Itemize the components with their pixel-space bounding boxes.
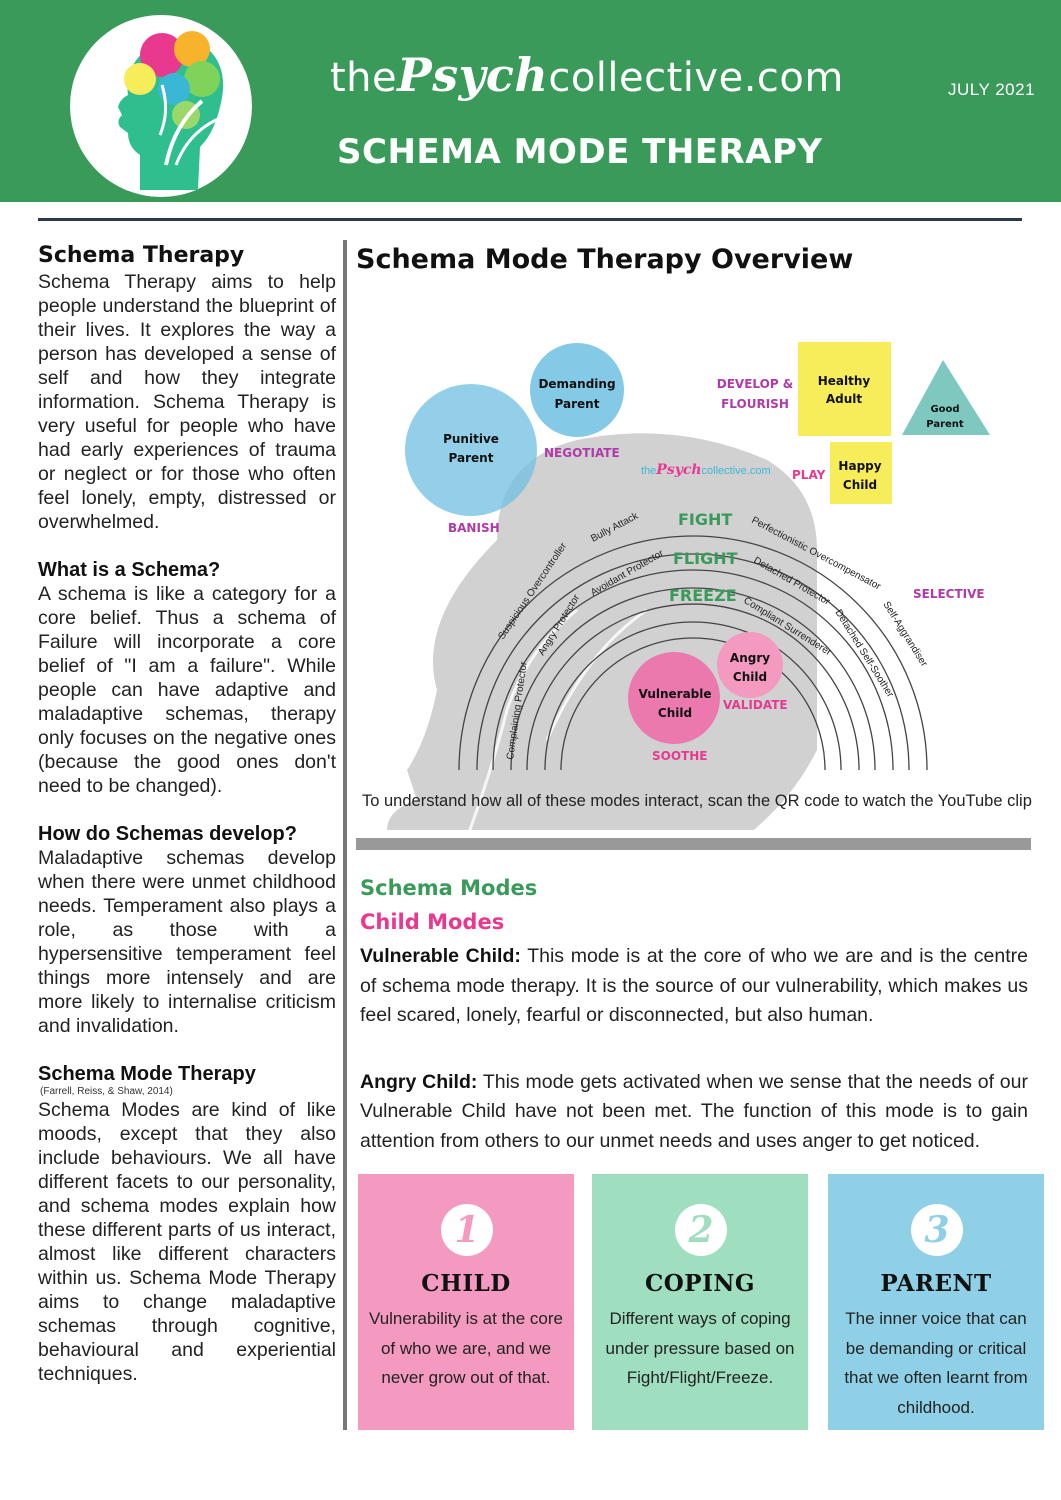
page-title: SCHEMA MODE THERAPY bbox=[337, 132, 823, 172]
play-label: PLAY bbox=[792, 468, 826, 482]
child-card-title: CHILD bbox=[421, 1270, 511, 1297]
good-parent-line1: Good bbox=[930, 404, 959, 415]
how-schemas-develop-text: Maladaptive schemas develop when there w… bbox=[38, 846, 336, 1037]
schema-mode-diagram: Bully Attack Suspicious Overcontroller A… bbox=[347, 290, 1047, 830]
angry-child-term: Angry Child: bbox=[360, 1070, 478, 1093]
schema-therapy-heading: Schema Therapy bbox=[38, 243, 245, 268]
negotiate-label: NEGOTIATE bbox=[544, 446, 620, 460]
page-header: thePsychcollective.com SCHEMA MODE THERA… bbox=[0, 0, 1061, 202]
vulnerable-child-line2: Child bbox=[658, 706, 692, 720]
banish-label: BANISH bbox=[448, 521, 500, 535]
healthy-adult-box bbox=[798, 342, 891, 436]
coping-card: 2 COPING Different ways of coping under … bbox=[592, 1174, 808, 1430]
punitive-parent-line2: Parent bbox=[449, 451, 494, 465]
child-card-text: Vulnerability is at the core of who we a… bbox=[368, 1309, 564, 1387]
punitive-parent-line1: Punitive bbox=[443, 432, 499, 446]
brand-suffix: collective.com bbox=[548, 55, 844, 101]
happy-child-box bbox=[830, 442, 892, 504]
demanding-parent-circle bbox=[530, 343, 624, 437]
fight-label: FIGHT bbox=[678, 510, 732, 529]
schema-modes-heading: Schema Modes bbox=[360, 876, 538, 900]
good-parent-triangle bbox=[902, 360, 990, 435]
what-is-schema-text: A schema is like a category for a core b… bbox=[38, 582, 336, 797]
vulnerable-child-paragraph: Vulnerable Child: This mode is at the co… bbox=[360, 942, 1028, 1031]
brand-script: Psych bbox=[397, 48, 549, 102]
flight-label: FLIGHT bbox=[673, 549, 738, 568]
schema-modes-section: Schema Modes Child Modes Vulnerable Chil… bbox=[360, 876, 1028, 1156]
vulnerable-child-line1: Vulnerable bbox=[638, 687, 711, 701]
angry-child-circle bbox=[717, 632, 783, 698]
soothe-label: SOOTHE bbox=[652, 749, 707, 763]
freeze-label: FREEZE bbox=[669, 586, 737, 605]
citation: (Farrell, Reiss, & Shaw, 2014) bbox=[40, 1085, 173, 1097]
develop-label-line1: DEVELOP & bbox=[717, 377, 794, 391]
parent-card-title: PARENT bbox=[880, 1270, 992, 1297]
angry-child-line2: Child bbox=[733, 670, 767, 684]
top-divider bbox=[38, 218, 1022, 221]
demanding-parent-line2: Parent bbox=[555, 397, 600, 411]
svg-text:thePsychcollective.com: thePsychcollective.com bbox=[641, 462, 771, 478]
arc-outer bbox=[458, 535, 928, 771]
self-aggrandiser-label: Self-Aggrandiser bbox=[880, 600, 929, 670]
selective-label: SELECTIVE bbox=[913, 587, 985, 601]
how-schemas-develop-heading: How do Schemas develop? bbox=[38, 822, 297, 845]
column-divider bbox=[343, 240, 347, 1430]
coping-card-title: COPING bbox=[644, 1270, 756, 1297]
number-1-icon: 1 bbox=[441, 1204, 493, 1256]
head-silhouette-icon bbox=[118, 31, 224, 190]
parent-card: 3 PARENT The inner voice that can be dem… bbox=[828, 1174, 1044, 1430]
schema-mode-therapy-heading: Schema Mode Therapy bbox=[38, 1062, 256, 1085]
left-column: Schema Therapy Schema Therapy aims to he… bbox=[38, 242, 336, 1386]
vulnerable-child-text: This mode is at the core of who we are a… bbox=[360, 945, 1028, 1026]
issue-date: JULY 2021 bbox=[948, 80, 1036, 99]
demanding-parent-line1: Demanding bbox=[538, 377, 615, 391]
coping-card-text: Different ways of coping under pressure … bbox=[605, 1309, 795, 1387]
detached-self-soother-label: Detached Self-Soother bbox=[832, 608, 895, 700]
child-card: 1 CHILD Vulnerability is at the core of … bbox=[358, 1174, 574, 1430]
vulnerable-child-term: Vulnerable Child: bbox=[360, 945, 521, 967]
healthy-adult-line2: Adult bbox=[826, 392, 863, 406]
number-2-icon: 2 bbox=[675, 1204, 727, 1256]
qr-note: To understand how all of these modes int… bbox=[362, 792, 1032, 810]
validate-label: VALIDATE bbox=[723, 698, 788, 712]
happy-child-line2: Child bbox=[843, 478, 877, 492]
angry-child-paragraph: Angry Child: This mode gets activated wh… bbox=[360, 1068, 1028, 1157]
brand-wordmark: thePsychcollective.com bbox=[330, 48, 844, 102]
good-parent-line2: Parent bbox=[926, 419, 964, 430]
brand-logo bbox=[70, 15, 252, 197]
punitive-parent-circle bbox=[405, 384, 537, 516]
vulnerable-child-circle bbox=[628, 652, 720, 744]
schema-mode-therapy-text: Schema Modes are kind of like moods, exc… bbox=[38, 1098, 336, 1385]
brand-prefix: the bbox=[330, 55, 398, 101]
section-divider bbox=[356, 838, 1031, 850]
what-is-schema-heading: What is a Schema? bbox=[38, 558, 221, 581]
angry-child-text: This mode gets activated when we sense t… bbox=[360, 1070, 1028, 1152]
happy-child-line1: Happy bbox=[838, 459, 881, 473]
brand-watermark: thePsychcollective.com bbox=[641, 462, 771, 478]
develop-label-line2: FLOURISH bbox=[721, 397, 789, 411]
healthy-adult-line1: Healthy bbox=[818, 374, 871, 388]
schema-therapy-text: Schema Therapy aims to help people under… bbox=[38, 270, 336, 533]
overview-heading: Schema Mode Therapy Overview bbox=[356, 244, 854, 275]
angry-child-line1: Angry bbox=[730, 651, 770, 665]
number-3-icon: 3 bbox=[911, 1204, 963, 1256]
parent-card-text: The inner voice that can be demanding or… bbox=[844, 1309, 1028, 1417]
child-modes-heading: Child Modes bbox=[360, 910, 505, 934]
